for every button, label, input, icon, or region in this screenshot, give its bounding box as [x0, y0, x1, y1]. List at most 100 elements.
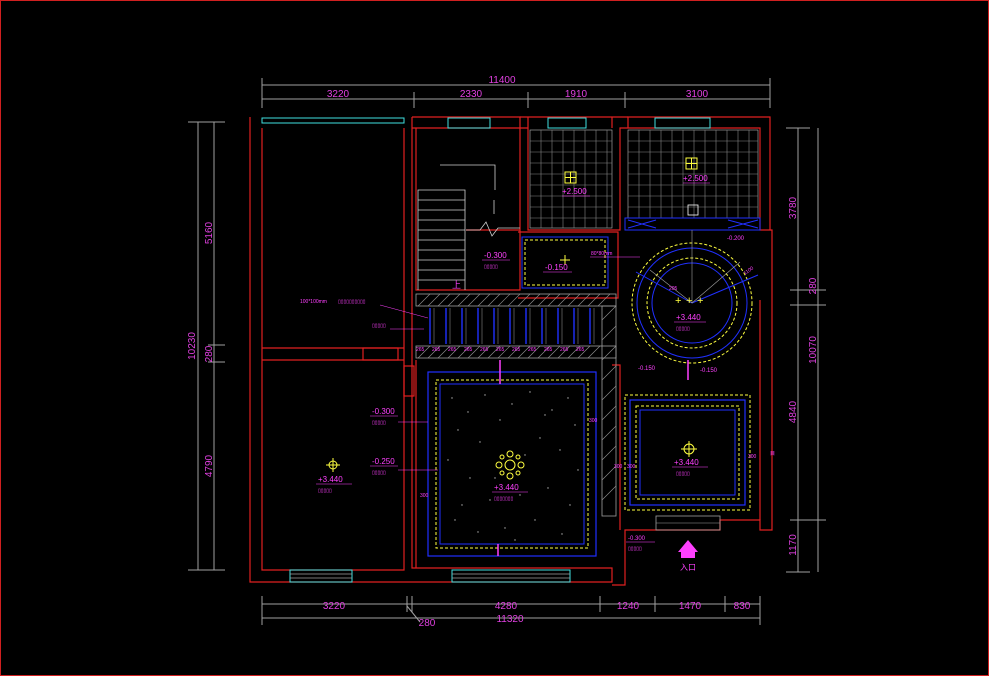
circle-angle: 205 — [669, 286, 678, 292]
hall-side-b: 300 — [589, 418, 598, 424]
level-right-note-b: -0.150 — [700, 368, 718, 374]
bath-light-1 — [564, 171, 577, 184]
dim-top-total: 11400 — [488, 75, 516, 86]
level-main-hall: +3.440 — [494, 483, 519, 492]
small-room-border — [521, 236, 609, 289]
svg-text:265: 265 — [464, 347, 473, 353]
level-main-hall-left-b: -0.250 — [372, 457, 395, 466]
svg-text:265: 265 — [512, 347, 521, 353]
dim-left-total: 10230 — [187, 332, 198, 360]
beam-hatch — [417, 293, 617, 501]
label-left-room-note: ▯▯▯▯▯ — [318, 488, 332, 494]
bath-tiles-2 — [627, 129, 759, 219]
dim-left-seg-1: 5160 — [204, 221, 215, 244]
entrance-label: 入口 — [680, 563, 696, 572]
right-side: 300 — [748, 454, 757, 460]
label-entrance-note: ▯▯▯▯▯ — [628, 546, 642, 552]
bath-tiles-1 — [529, 129, 613, 229]
circle-room — [631, 230, 759, 364]
dim-bottom-total: 11320 — [496, 614, 524, 625]
svg-text:265: 265 — [416, 347, 425, 353]
svg-text:265: 265 — [544, 347, 553, 353]
dim-right-seg-4: 1170 — [788, 534, 799, 556]
svg-text:265: 265 — [448, 347, 457, 353]
dim-bottom-seg-4: 1470 — [679, 601, 702, 612]
level-bath1: +2.500 — [562, 187, 587, 196]
label-right-room-note: ▯▯▯▯▯ — [676, 471, 690, 477]
level-right-note-a: -0.150 — [638, 366, 656, 372]
dim-bottom-seg-5: 830 — [734, 601, 751, 612]
bath-light-2 — [685, 157, 698, 170]
main-hall-stars — [447, 391, 579, 541]
dim-right-seg-3: 4840 — [788, 400, 799, 423]
label-hall-left-a-note: ▯▯▯▯▯ — [372, 420, 386, 426]
dim-bottom-seg-2: 4280 — [495, 601, 518, 612]
svg-text:265: 265 — [480, 347, 489, 353]
windows — [261, 117, 711, 583]
dim-right-seg-2: 280 — [808, 277, 819, 294]
dim-left-seg-3: 4790 — [204, 454, 215, 477]
main-hall — [427, 371, 597, 557]
dim-top-seg-1: 3220 — [327, 89, 350, 100]
small-room-ceiling — [524, 239, 606, 286]
circle-dim: 1100 — [743, 265, 755, 276]
beam-sub-note: ▯▯▯▯▯ — [372, 323, 386, 329]
dim-bottom-extra: 280 — [419, 618, 436, 629]
entrance-arrow-icon — [678, 540, 698, 558]
label-hall-left-b-note: ▯▯▯▯▯ — [372, 470, 386, 476]
small-room-light — [560, 255, 570, 265]
svg-text:265: 265 — [560, 347, 569, 353]
level-circle-room: +3.440 — [676, 313, 701, 322]
svg-text:265: 265 — [496, 347, 505, 353]
label-circle-room-note: ▯▯▯▯▯ — [676, 326, 690, 332]
level-main-hall-left-a: -0.300 — [372, 407, 395, 416]
dim-bottom-seg-3: 1240 — [617, 601, 640, 612]
fixture-square — [687, 204, 699, 216]
beam-note-text: ▯▯▯▯▯▯▯▯▯▯ — [338, 299, 366, 305]
walls — [249, 116, 773, 586]
dim-right-total: 10070 — [808, 336, 819, 364]
stair-up-label: 上 — [452, 280, 461, 290]
svg-text:+: + — [697, 295, 703, 307]
window-lines — [290, 573, 570, 579]
chandelier-icon — [495, 450, 525, 480]
label-stair-landing-note: ▯▯▯▯▯ — [484, 264, 498, 270]
level-right-room: +3.440 — [674, 458, 699, 467]
beam-spacing-labels: 265 265 265 265 265 265 265 265 265 265 … — [416, 347, 585, 353]
level-entrance: -0.300 — [628, 536, 646, 542]
svg-text:+: + — [675, 295, 681, 307]
vanity-strip — [624, 217, 761, 231]
circle-note: 80*80mm — [591, 251, 612, 257]
dim-top-seg-2: 2330 — [460, 89, 483, 100]
hall-gap: 300 — [614, 464, 623, 470]
svg-text:265: 265 — [528, 347, 537, 353]
circle-room-lights: + + + — [675, 295, 703, 307]
beam-joists-outline — [433, 308, 595, 344]
hall-side-a: 300 — [420, 493, 429, 499]
svg-text:+: + — [686, 295, 692, 307]
level-stair-landing: -0.300 — [484, 251, 507, 260]
left-room-light — [326, 458, 340, 472]
dimension-lines — [188, 78, 826, 625]
dim-bottom-seg-1: 3220 — [323, 601, 346, 612]
level-small-room: -0.150 — [545, 263, 568, 272]
right-room — [624, 394, 751, 511]
dim-left-seg-2: 280 — [204, 345, 215, 362]
right-gap: 300 — [627, 464, 636, 470]
beam-corridor — [415, 293, 617, 517]
dim-right-seg-1: 3780 — [788, 196, 799, 219]
dim-top-seg-4: 3100 — [686, 89, 709, 100]
label-main-hall-note: ▯▯▯▯▯▯▯ — [494, 496, 514, 502]
beam-joists — [429, 308, 591, 344]
level-bath2: +2.500 — [683, 174, 708, 183]
svg-text:265: 265 — [432, 347, 441, 353]
level-left-room: +3.440 — [318, 475, 343, 484]
beam-note: 100*100mm — [300, 299, 327, 305]
right-room-light — [681, 441, 697, 457]
svg-text:265: 265 — [576, 347, 585, 353]
level-circle-room-note: -0.200 — [727, 236, 745, 242]
dim-top-seg-3: 1910 — [565, 89, 588, 100]
right-marker: 目 — [770, 451, 775, 457]
staircase — [417, 164, 520, 290]
